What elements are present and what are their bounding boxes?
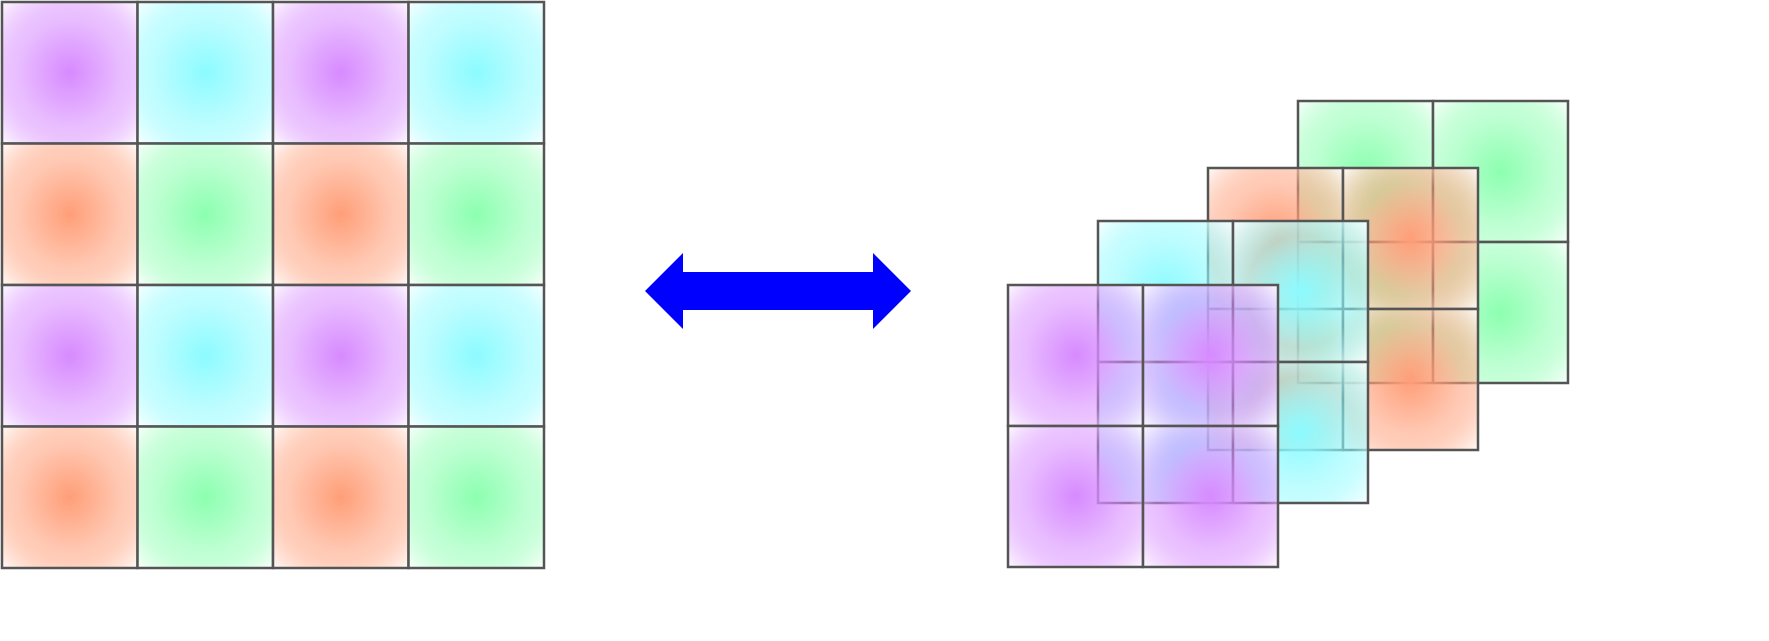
mosaic-cell-purple: [271, 0, 410, 145]
channel-layer-purple: [1006, 283, 1280, 569]
mosaic-cell-cyan: [407, 283, 546, 428]
double-headed-arrow-icon: [645, 253, 911, 329]
mosaic-cell-salmon: [0, 425, 139, 570]
channel-cell-purple: [1141, 283, 1280, 428]
channel-stack: [1006, 99, 1570, 569]
mosaic-cell-green: [136, 425, 275, 570]
mosaic-cell-salmon: [0, 142, 139, 287]
channel-cell-purple: [1006, 283, 1145, 428]
mosaic-cell-cyan: [136, 283, 275, 428]
channel-cell-purple: [1006, 424, 1145, 569]
mosaic-cell-purple: [0, 283, 139, 428]
mosaic-cell-green: [407, 425, 546, 570]
mosaic-cell-cyan: [136, 0, 275, 145]
mosaic-cell-purple: [0, 0, 139, 145]
double-headed-arrow-icon: [645, 253, 911, 329]
mosaic-cell-green: [407, 142, 546, 287]
mosaic-cell-salmon: [271, 142, 410, 287]
channel-cell-purple: [1141, 424, 1280, 569]
mosaic-cell-cyan: [407, 0, 546, 145]
mosaic-cell-green: [136, 142, 275, 287]
mosaic-cell-purple: [271, 283, 410, 428]
mosaic-cell-salmon: [271, 425, 410, 570]
color-mosaic-grid: [0, 0, 546, 570]
